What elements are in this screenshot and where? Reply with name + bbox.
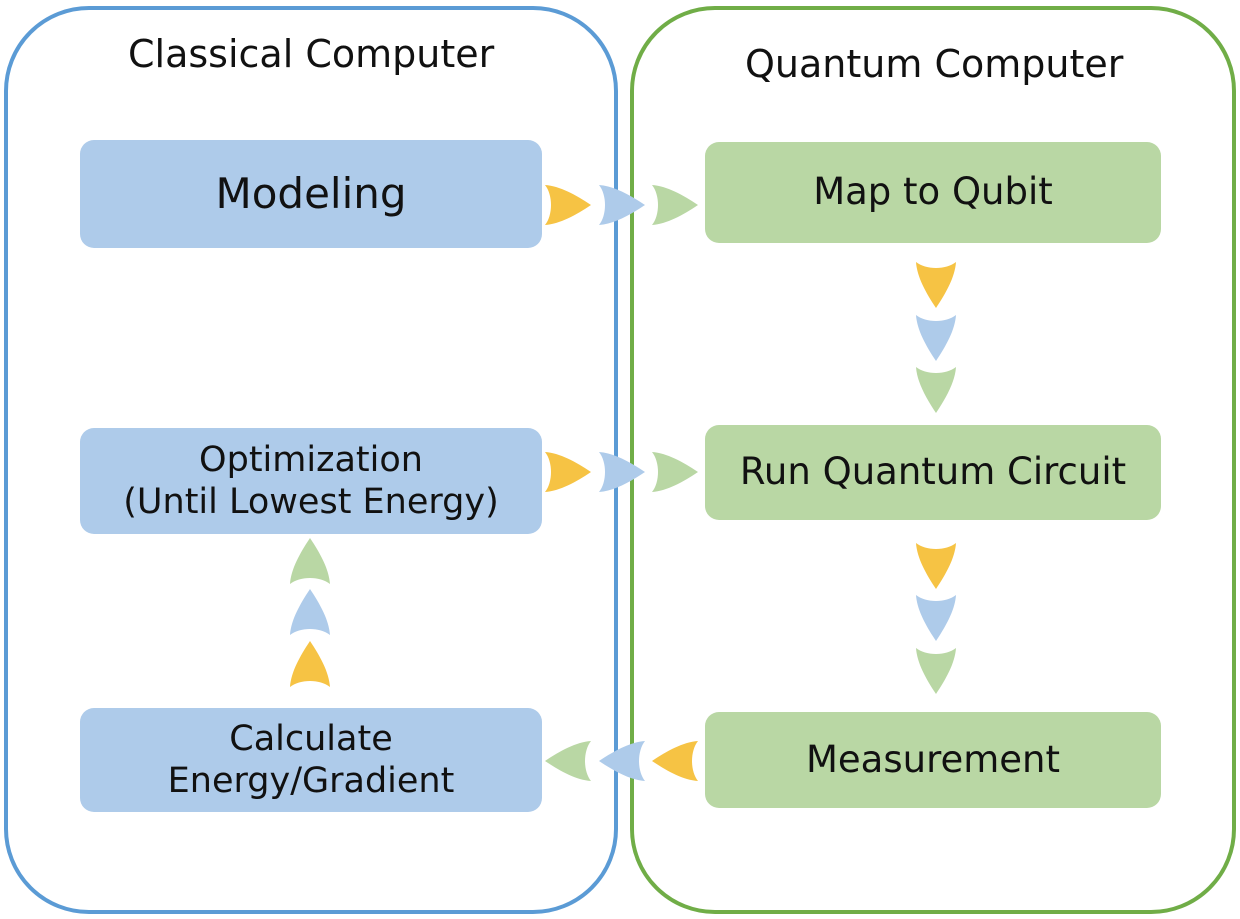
optimization-sublabel: (Until Lowest Energy) (123, 482, 499, 522)
measurement-label: Measurement (805, 737, 1060, 781)
map-to-qubit-node: Map to Qubit (705, 142, 1161, 243)
classical-computer-title: Classical Computer (128, 32, 495, 76)
optimization-node: Optimization (Until Lowest Energy) (80, 428, 542, 534)
modeling-node: Modeling (80, 140, 542, 248)
energy-gradient-label: Energy/Gradient (167, 761, 455, 801)
optimization-label: Optimization (199, 440, 423, 480)
run-quantum-circuit-node: Run Quantum Circuit (705, 425, 1161, 520)
map-to-qubit-label: Map to Qubit (813, 170, 1053, 214)
measurement-node: Measurement (705, 712, 1161, 808)
modeling-label: Modeling (215, 168, 407, 218)
quantum-computer-title: Quantum Computer (745, 42, 1124, 86)
calculate-label: Calculate (229, 719, 393, 759)
run-quantum-circuit-label: Run Quantum Circuit (739, 450, 1127, 494)
calculate-energy-gradient-node: Calculate Energy/Gradient (80, 708, 542, 812)
